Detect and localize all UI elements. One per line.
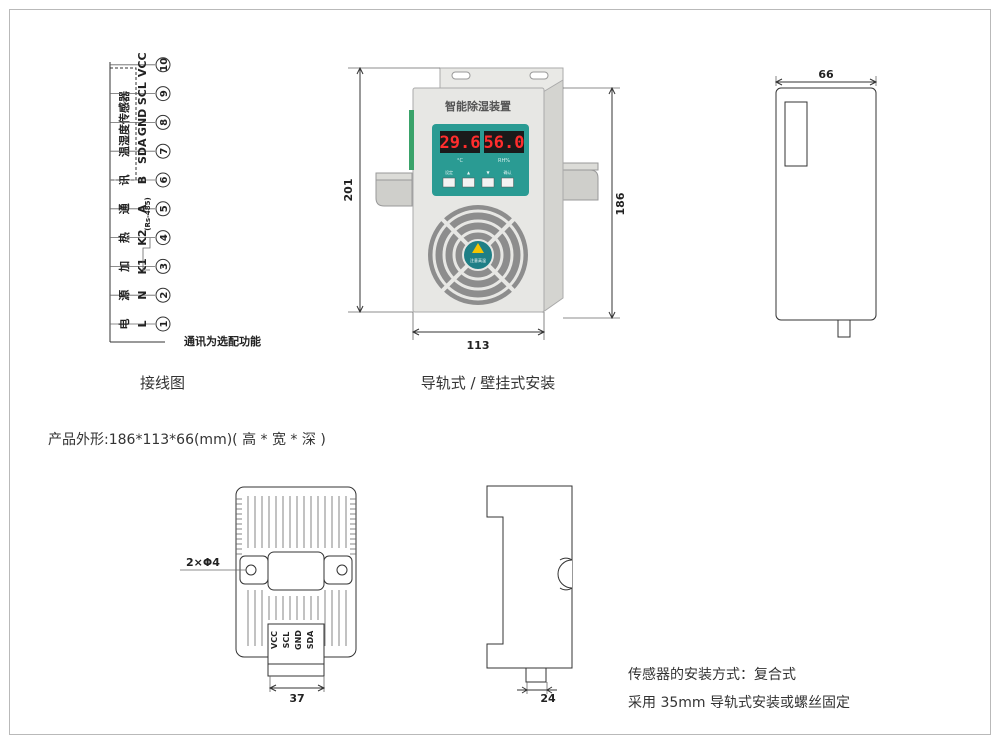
terminal-group-label: 加 <box>117 261 131 273</box>
sensor-pin-label: SCL <box>282 632 291 649</box>
terminal-number: 8 <box>159 119 170 126</box>
terminal-3: 3 K1 加 <box>110 258 171 274</box>
sensor-vent-fins <box>236 496 356 646</box>
terminal-9: 9 SCL <box>110 82 171 105</box>
panel-button-label: 确认 <box>504 169 512 175</box>
panel-button-label: ▲ <box>467 170 471 175</box>
rs485-label: (Rs-485) <box>144 197 152 230</box>
terminal-number: 2 <box>159 292 170 299</box>
panel-button-label: ▼ <box>486 170 490 175</box>
terminal-number: 10 <box>159 58 170 72</box>
panel-buttons: 设定 ▲ ▼ 确认 <box>442 169 514 188</box>
device-caption: 导轨式 / 壁挂式安装 <box>421 374 556 392</box>
height-dimension: 201 <box>342 179 355 202</box>
terminal-2: 2 N源 <box>110 287 171 303</box>
device-name: 智能除湿装置 <box>445 99 511 113</box>
terminal-number: 9 <box>159 90 170 97</box>
temperature-value: 29.6 <box>440 133 481 153</box>
clip-width-dimension: 24 <box>540 692 556 705</box>
wiring-note: 通讯为选配功能 <box>184 334 261 348</box>
terminal-number: 1 <box>159 320 170 327</box>
install-note-2: 采用 35mm 导轨式安装或螺丝固定 <box>628 695 850 711</box>
terminal-7: 7 SDA <box>110 138 171 164</box>
sensor-box-label: 温湿度传感器 <box>117 90 131 157</box>
figure-frame <box>9 9 991 735</box>
terminal-group-label: 讯 <box>118 175 131 186</box>
width-dimension: 113 <box>467 339 490 352</box>
sensor-window <box>267 551 325 591</box>
terminal-number: 5 <box>159 205 170 212</box>
temperature-display <box>440 131 480 153</box>
side-clip-slot <box>784 101 808 167</box>
rail-clip-outline <box>486 485 573 669</box>
terminal-number: 7 <box>159 148 170 155</box>
terminal-1: 1 L电 <box>110 316 171 332</box>
sensor-terminal-block <box>267 623 325 665</box>
terminal-10: 10 VCC <box>110 52 171 77</box>
terminal-signal: L <box>136 320 149 327</box>
rail-clip-side-view: 24 <box>486 485 573 705</box>
terminal-block: 1 L电 2 N源 3 K1 加 4 K2 热 5 A通 6 B讯 7 SDA 8 GND 9 SCL 10 VCC <box>110 52 171 332</box>
terminal-signal: A <box>136 204 149 213</box>
humidity-unit: RH% <box>498 158 510 164</box>
panel-button-2[interactable]: ▲ <box>462 170 475 188</box>
mount-hole-right <box>336 564 348 576</box>
terminal-number: 3 <box>159 263 170 270</box>
terminal-signal: VCC <box>136 52 149 77</box>
heater-relay-symbol <box>142 238 151 271</box>
terminal-signal: K2 <box>136 230 149 246</box>
depth-dimension: 66 <box>818 68 834 81</box>
panel-button-3[interactable]: ▼ <box>481 170 495 188</box>
terminal-signal: GND <box>136 109 149 136</box>
sensor-pin-label: VCC <box>270 631 279 649</box>
panel-button-1[interactable]: 设定 <box>442 169 456 188</box>
hole-dimension: 2×Φ4 <box>186 556 220 569</box>
mount-hole-left <box>245 564 257 576</box>
humidity-value: 56.0 <box>484 133 525 153</box>
rail-clip-cable <box>525 667 547 683</box>
terminal-group-label: 源 <box>117 290 131 301</box>
inner-height-dimension: 186 <box>614 192 627 215</box>
terminal-number: 6 <box>159 176 170 183</box>
terminal-signal: B <box>136 176 149 184</box>
spec-line: 产品外形:186*113*66(mm)( 高 * 宽 * 深 ) <box>48 431 326 448</box>
panel-button-label: 设定 <box>445 169 453 175</box>
terminal-number: 4 <box>159 234 170 241</box>
terminal-6: 6 B讯 <box>110 172 171 188</box>
temperature-unit: °C <box>457 158 464 164</box>
device-side-view: 66 <box>774 68 878 338</box>
sensor-width-dimension: 37 <box>289 692 304 705</box>
fan-hub <box>462 239 494 271</box>
terminal-group-label: 热 <box>117 232 131 243</box>
side-sensor-cable <box>837 319 851 338</box>
terminal-5: 5 A通 <box>110 201 171 217</box>
terminal-signal: SDA <box>136 138 149 164</box>
terminal-group-label: 电 <box>117 319 131 330</box>
wiring-diagram: 温湿度传感器 1L电2N源3K1加4K2热5A通6B讯7SDA8GND9SCL1… <box>109 52 261 392</box>
sensor-pin-label: GND <box>294 630 303 650</box>
terminal-signal: SCL <box>136 82 149 105</box>
humidity-display <box>484 131 524 153</box>
install-note-1: 传感器的安装方式：复合式 <box>628 666 796 683</box>
terminal-signal: K1 <box>136 258 149 274</box>
device-front-view: 智能除湿装置 29.6 56.0 °C RH% 设定▲▼确认 注意高温 201 … <box>342 66 627 392</box>
fan-badge: 注意高温 <box>470 257 486 263</box>
terminal-group-label: 通 <box>118 203 131 214</box>
din-rail-left <box>375 179 413 207</box>
terminal-signal: N <box>136 291 149 300</box>
wiring-caption: 接线图 <box>140 374 185 392</box>
sensor-pin-label: SDA <box>306 630 315 649</box>
terminal-4: 4 K2 热 <box>110 230 171 246</box>
panel-button-4[interactable]: 确认 <box>501 169 514 188</box>
terminal-8: 8 GND <box>110 109 171 136</box>
